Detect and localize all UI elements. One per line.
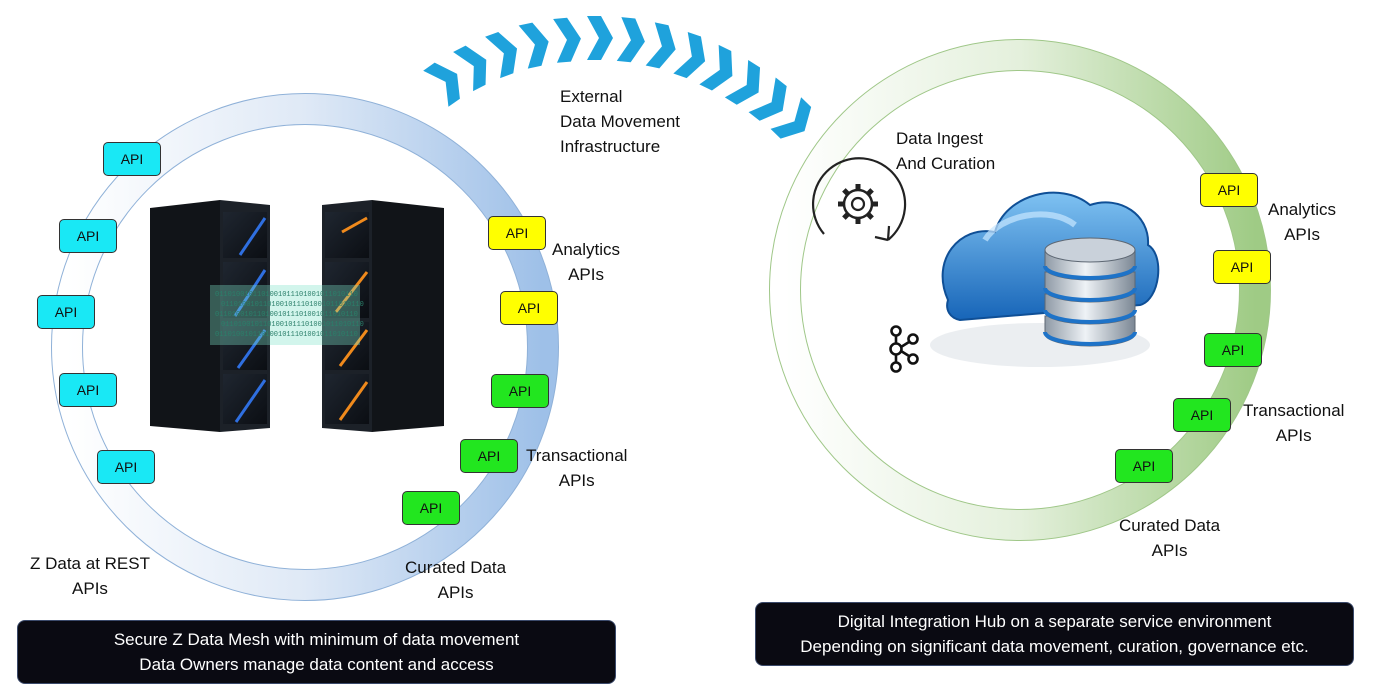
chevron-mark — [673, 31, 706, 79]
chevron-mark — [724, 60, 761, 105]
chevron-mark — [645, 22, 676, 69]
chevron-mark — [453, 45, 487, 92]
binary-stream: 0110100101101001011101001011010110 — [221, 321, 364, 329]
transactional-api-box[interactable]: API — [491, 374, 549, 408]
chevron-arrow — [423, 16, 812, 139]
left-banner: Secure Z Data Mesh with minimum of data … — [17, 620, 616, 684]
binary-stream: 0110100101101001011101001011010110 — [221, 301, 364, 309]
chevron-mark — [616, 17, 645, 63]
analytics-api-box[interactable]: API — [1200, 173, 1258, 207]
gear-cycle-icon — [811, 157, 907, 242]
cloud-database-icon — [930, 191, 1160, 367]
left-ring — [51, 93, 559, 601]
database-top — [1044, 237, 1136, 263]
gear-tooth — [866, 188, 874, 196]
rest-api-box[interactable]: API — [37, 295, 95, 329]
gear-tooth — [842, 212, 850, 220]
gear-tooth — [866, 212, 874, 220]
database-band — [1043, 331, 1137, 346]
rest-api-box[interactable]: API — [59, 219, 117, 253]
binary-stream: 0110100101101001011101001011010110 — [215, 311, 358, 319]
chevron-mark — [423, 62, 460, 107]
rest-api-box[interactable]: API — [97, 450, 155, 484]
chevron-mark — [485, 31, 518, 79]
chevron-mark — [748, 77, 787, 121]
transactional-api-box[interactable]: API — [1204, 333, 1262, 367]
binary-stream: 0110100101101001011101001011010110 — [215, 331, 358, 339]
binary-stream: 0110100101101001011101001011010110 — [215, 291, 358, 299]
chevron-mark — [518, 22, 549, 69]
gear-tooth — [842, 188, 850, 196]
database-band — [1043, 265, 1137, 280]
rest-api-box[interactable]: API — [103, 142, 161, 176]
kafka-icon — [889, 325, 919, 373]
chevron-mark — [553, 17, 581, 63]
transactional-api-box[interactable]: API — [460, 439, 518, 473]
transactional-api-box[interactable]: API — [1173, 398, 1231, 432]
chevron-mark — [770, 97, 812, 139]
chevron-mark — [587, 16, 613, 60]
curated-api-box[interactable]: API — [402, 491, 460, 525]
database-band — [1043, 309, 1137, 324]
database-band — [1043, 287, 1137, 302]
rest-api-box[interactable]: API — [59, 373, 117, 407]
mainframe-servers-icon: 0110100101101001011101001011010110 011010… — [150, 200, 444, 432]
analytics-api-box[interactable]: API — [1213, 250, 1271, 284]
analytics-api-box[interactable]: API — [500, 291, 558, 325]
analytics-api-box[interactable]: API — [488, 216, 546, 250]
curated-api-box[interactable]: API — [1115, 449, 1173, 483]
right-ring — [769, 39, 1271, 541]
chevron-mark — [699, 44, 733, 91]
right-banner: Digital Integration Hub on a separate se… — [755, 602, 1354, 666]
